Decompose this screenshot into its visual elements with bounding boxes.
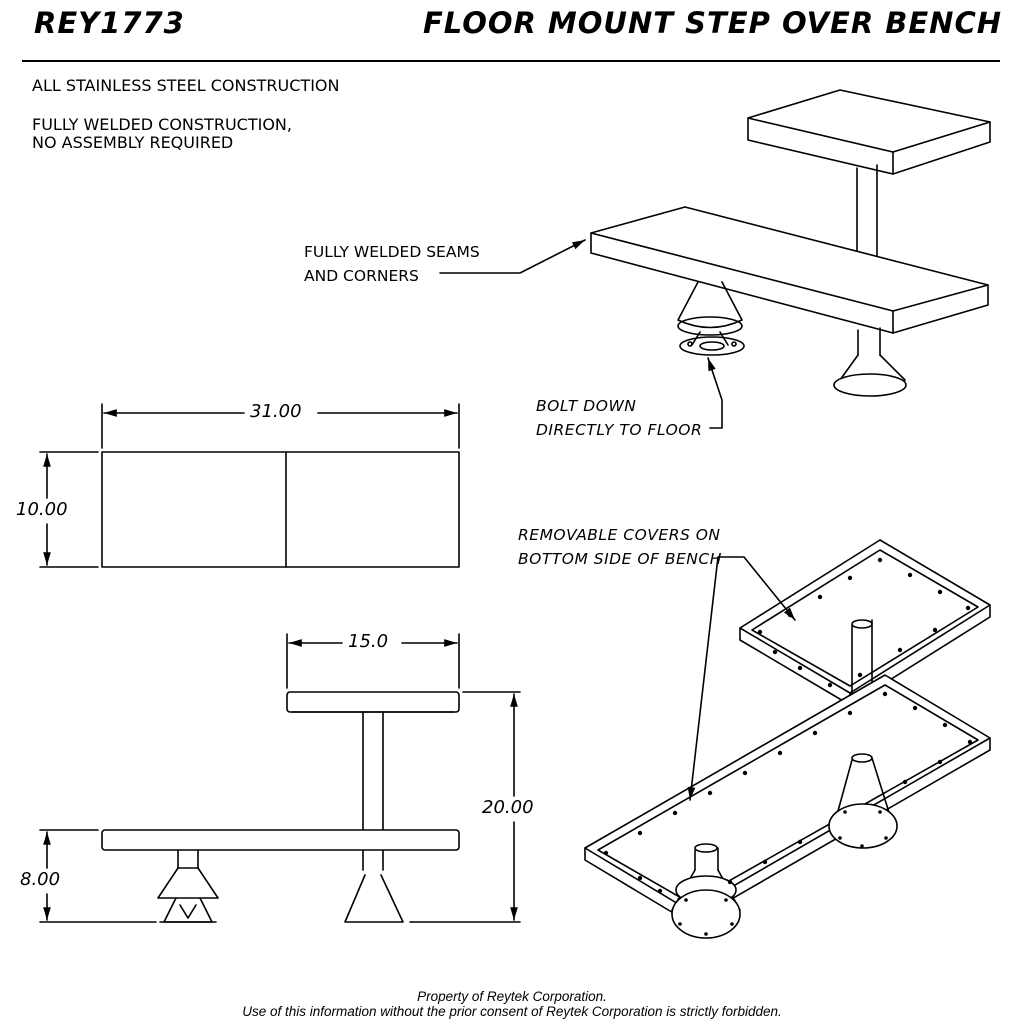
isometric-bench-view — [439, 89, 991, 429]
note-material: ALL STAINLESS STEEL CONSTRUCTION — [32, 76, 340, 95]
note-welded-line1: FULLY WELDED CONSTRUCTION, — [32, 115, 292, 134]
dim-width: 10.00 — [12, 500, 72, 520]
dim-total-height: 20.00 — [478, 798, 538, 818]
footer-ownership: Property of Reytek Corporation. — [417, 989, 607, 1004]
dim-low-height: 8.00 — [16, 870, 65, 890]
callout-seams-line1: FULLY WELDED SEAMS — [304, 243, 480, 261]
header-rule — [22, 60, 1000, 62]
part-number: REY1773 — [34, 6, 185, 40]
plan-view — [39, 403, 460, 568]
side-elevation-view — [39, 633, 521, 923]
fastener-dots — [603, 557, 973, 936]
footer-disclaimer: Use of this information without the prio… — [242, 1004, 782, 1019]
callout-covers-line2: BOTTOM SIDE OF BENCH — [518, 550, 722, 568]
underside-isometric-view — [584, 539, 991, 939]
dim-length: 31.00 — [246, 402, 306, 422]
callout-bolt-line2: DIRECTLY TO FLOOR — [536, 421, 703, 439]
callout-bolt-line1: BOLT DOWN — [536, 397, 637, 415]
callout-seams-line2: AND CORNERS — [304, 267, 419, 285]
dim-top-seat-length: 15.0 — [344, 632, 393, 652]
drawing-title: FLOOR MOUNT STEP OVER BENCH — [422, 6, 1002, 40]
note-welded-line2: NO ASSEMBLY REQUIRED — [32, 133, 234, 152]
callout-covers-line1: REMOVABLE COVERS ON — [518, 526, 721, 544]
